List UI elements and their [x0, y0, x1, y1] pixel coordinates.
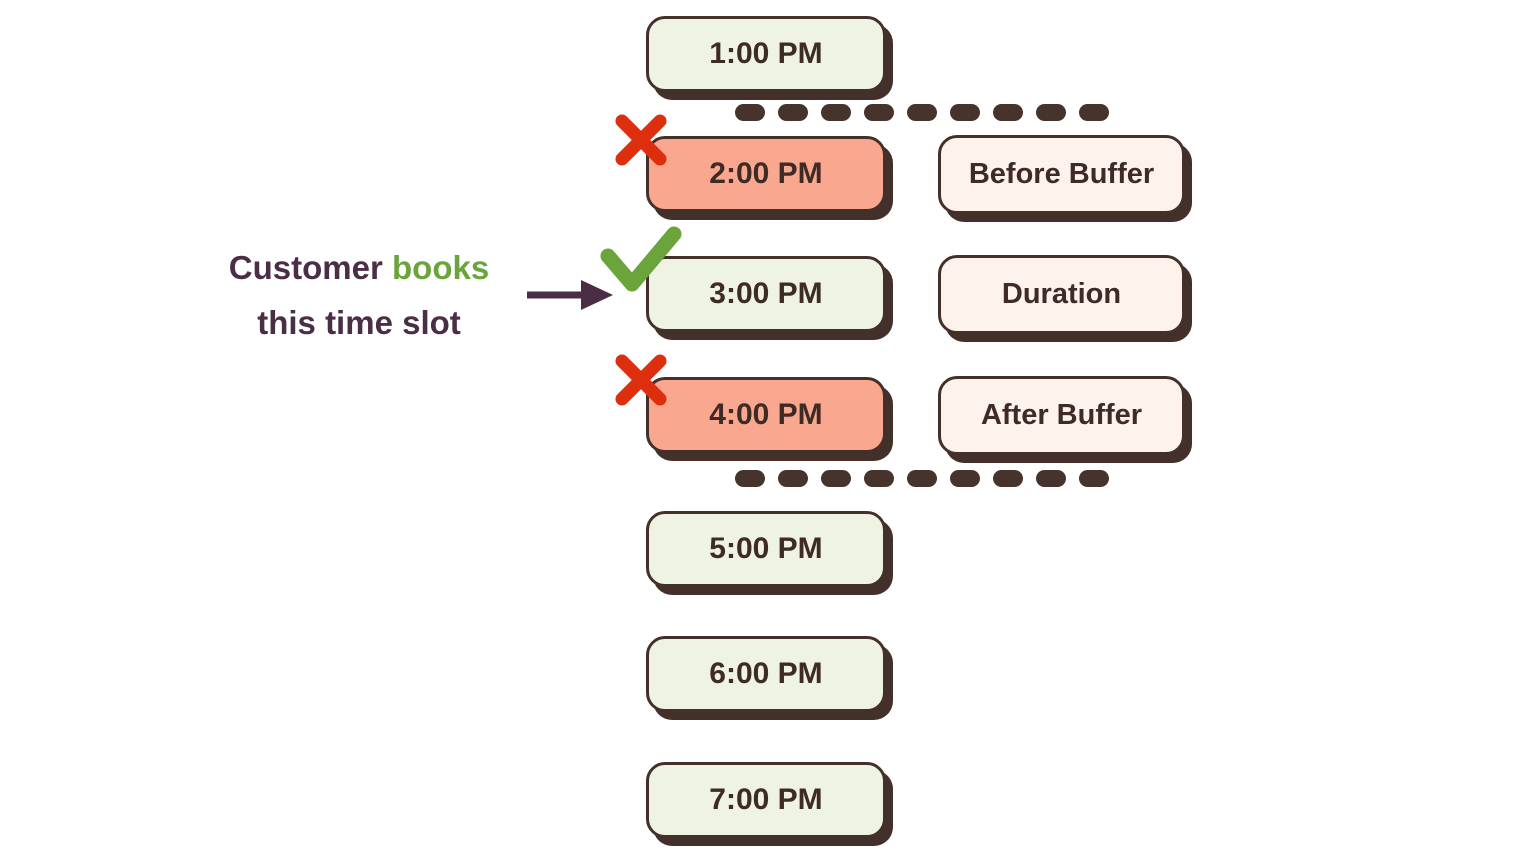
blocked-x-icon: [615, 114, 667, 166]
time-slot-1pm: 1:00 PM: [646, 16, 886, 92]
time-slot-3pm: 3:00 PM: [646, 256, 886, 332]
time-slot-label: 1:00 PM: [709, 37, 823, 70]
time-slot-label: 2:00 PM: [709, 157, 823, 190]
annotation-text: Customer books this time slot: [196, 240, 522, 350]
duration-label: Duration: [938, 255, 1185, 334]
time-slot-label: 4:00 PM: [709, 398, 823, 431]
annotation-word-customer: Customer: [228, 249, 383, 286]
before-buffer-label: Before Buffer: [938, 135, 1185, 214]
time-slot-label: 6:00 PM: [709, 657, 823, 690]
time-slot-label: 7:00 PM: [709, 783, 823, 816]
time-slot-5pm: 5:00 PM: [646, 511, 886, 587]
buffer-label-text: Before Buffer: [968, 158, 1155, 190]
dashed-connector-top: [735, 104, 1109, 121]
time-slot-2pm: 2:00 PM: [646, 136, 886, 212]
annotation-line2: this time slot: [257, 304, 461, 341]
after-buffer-label: After Buffer: [938, 376, 1185, 455]
dashed-connector-bottom: [735, 470, 1109, 487]
time-slot-label: 5:00 PM: [709, 532, 823, 565]
buffer-label-text: Duration: [1001, 278, 1122, 310]
blocked-x-icon: [615, 354, 667, 406]
buffer-label-text: After Buffer: [980, 399, 1143, 431]
booked-check-icon: [600, 226, 682, 292]
time-slot-6pm: 6:00 PM: [646, 636, 886, 712]
time-slot-7pm: 7:00 PM: [646, 762, 886, 838]
annotation-word-books: books: [392, 249, 490, 286]
time-slot-label: 3:00 PM: [709, 277, 823, 310]
arrow-icon: [527, 280, 613, 310]
time-slot-4pm: 4:00 PM: [646, 377, 886, 453]
